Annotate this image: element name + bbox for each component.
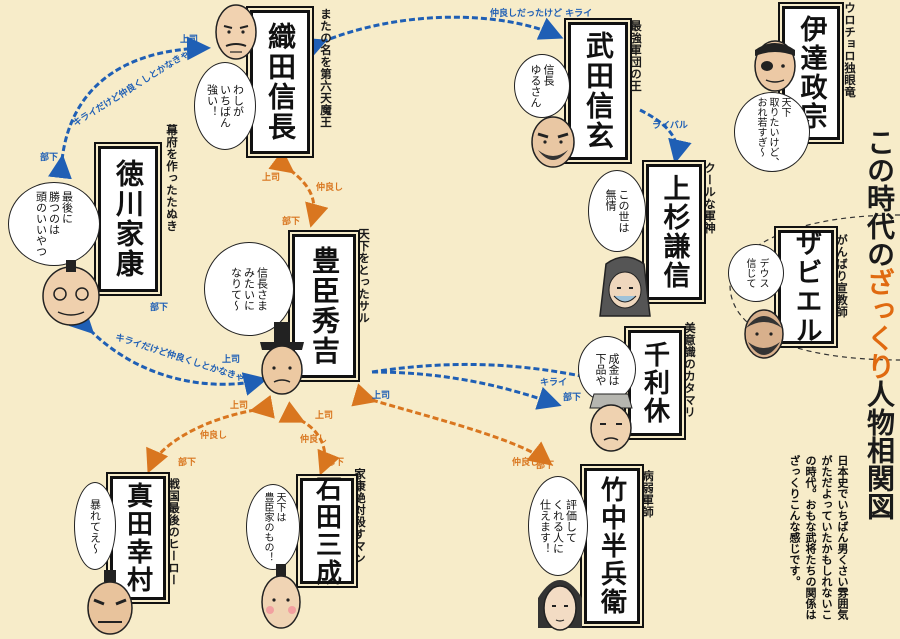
face-mitsunari	[261, 564, 301, 629]
name-box-hanbei: 竹中半兵衛	[584, 468, 640, 624]
epithet-kenshin: クールな軍神	[703, 162, 717, 234]
bubble-text-nobunaga: わしが いちばん 強い！	[205, 84, 245, 128]
bubble-kenshin: この世は 無情	[588, 170, 646, 252]
label-shingen-kenshin: ライバル	[652, 121, 688, 131]
bubble-text-masamune: 天下 取りたいけど、 おれ若すぎ〜	[755, 97, 790, 167]
label-sub-5: 部下	[178, 458, 197, 468]
face-rikyu	[589, 393, 633, 452]
label-boss-2: 上司	[262, 173, 281, 183]
bubble-xavier: デウス 信じて	[728, 244, 784, 302]
name-box-nobunaga: 織田信長	[250, 10, 310, 154]
label-sub-2: 部下	[282, 217, 301, 227]
face-hideyoshi	[260, 322, 304, 395]
label-boss-6: 上司	[315, 411, 334, 421]
bubble-masamune: 天下 取りたいけど、 おれ若すぎ〜	[734, 92, 810, 172]
face-hanbei	[538, 580, 582, 631]
name-yukimura: 真田幸村	[122, 482, 153, 594]
face-ieyasu	[42, 260, 100, 326]
epithet-mitsunari: 家康絶対殺すマン	[353, 468, 367, 564]
bubble-text-mitsunari: 天下は 豊臣家のもの！	[262, 492, 285, 562]
arrow-nobunaga-shingen	[300, 15, 564, 60]
bubble-text-hideyoshi: 信長さま みたいに なりて〜	[229, 267, 269, 311]
title-post: 人物相関図	[863, 380, 896, 520]
name-box-ieyasu: 徳川家康	[98, 146, 158, 292]
epithet-shingen: 最強軍団の王	[629, 20, 643, 92]
face-kenshin	[599, 256, 651, 317]
name-kenshin: 上杉謙信	[658, 174, 690, 290]
bubble-text-shingen: 信長 ゆるさん	[529, 64, 555, 108]
epithet-ieyasu: 幕府を作ったたぬき	[165, 124, 179, 232]
label-friends-3: 仲良し	[300, 435, 328, 445]
label-friends-1: 仲良し	[316, 183, 344, 193]
bubble-text-hanbei: 評価して くれる人に 仕えます！	[538, 498, 578, 554]
arrow-shingen-kenshin	[639, 108, 692, 164]
bubble-hanbei: 評価して くれる人に 仕えます！	[528, 476, 588, 576]
bubble-mitsunari: 天下は 豊臣家のもの！	[246, 484, 300, 570]
epithet-yukimura: 戦国最後のヒーロー	[167, 478, 181, 586]
name-hanbei: 竹中半兵衛	[596, 476, 627, 616]
name-nobunaga: 織田信長	[264, 22, 297, 142]
face-masamune	[754, 40, 796, 92]
label-boss-5: 上司	[230, 401, 249, 411]
name-hideyoshi: 豊臣秀吉	[308, 246, 341, 366]
bubble-shingen: 信長 ゆるさん	[514, 54, 570, 118]
label-nobunaga-shingen: 仲良しだったけど キライ	[490, 9, 593, 19]
arrow-hideyoshi-hanbei	[351, 383, 553, 466]
epithet-nobunaga: またの名を第六天魔王	[319, 8, 333, 128]
title-pre: この時代の	[863, 128, 896, 268]
label-friends-4: 仲良し	[512, 458, 540, 468]
label-rikyu-hide: キライ	[540, 378, 568, 388]
label-sub-4: 部下	[563, 393, 582, 403]
bubble-rikyu: 成金は 下品や	[578, 336, 636, 402]
label-boss-3: 上司	[222, 355, 241, 365]
label-friends-2: 仲良し	[200, 431, 228, 441]
name-ieyasu: 徳川家康	[112, 159, 145, 279]
label-boss-4: 上司	[372, 391, 391, 401]
label-sub-7: 部下	[536, 461, 555, 471]
face-shingen	[531, 116, 575, 168]
name-box-shingen: 武田信玄	[568, 22, 628, 160]
bubble-text-yukimura: 暴れてえ〜	[88, 498, 102, 554]
name-rikyu: 千利休	[639, 341, 670, 425]
face-xavier	[744, 309, 784, 359]
title-accent: ざっくり	[863, 268, 896, 380]
face-yukimura	[87, 570, 133, 635]
page-title: この時代のざっくり人物相関図	[863, 128, 896, 520]
bubble-text-ieyasu: 最後に 勝つのは 頭のいいやつ	[34, 191, 74, 257]
xavier-arc	[729, 214, 900, 361]
arrow-nobunaga-hideyoshi	[268, 149, 329, 228]
arrow-ieyasu-hideyoshi	[68, 308, 268, 396]
epithet-masamune: ウロチョロ独眼竜	[843, 2, 857, 98]
name-xavier: ザビエル	[790, 229, 822, 345]
name-shingen: 武田信玄	[582, 31, 615, 151]
arrow-hideyoshi-yukimura	[146, 394, 275, 474]
arrow-ieyasu-nobunaga	[48, 36, 211, 180]
label-sub-3: 部下	[150, 303, 169, 313]
bubble-hideyoshi: 信長さま みたいに なりて〜	[204, 242, 294, 336]
bubble-ieyasu: 最後に 勝つのは 頭のいいやつ	[8, 182, 100, 266]
label-sub-6: 部下	[326, 458, 345, 468]
intro-text: 日本史でいちばん男くさい雰囲気がただよっていたかもしれないこの時代。おもな武将た…	[788, 455, 849, 620]
arrow-hideyoshi-mitsunari	[278, 401, 340, 476]
bubble-text-kenshin: この世は 無情	[604, 189, 630, 233]
name-box-hideyoshi: 豊臣秀吉	[292, 234, 356, 378]
epithet-xavier: がんばり宣教師	[835, 234, 849, 318]
epithet-hanbei: 病弱軍師	[641, 470, 655, 518]
name-box-mitsunari: 石田三成	[300, 475, 354, 587]
name-box-rikyu: 千利休	[628, 330, 682, 436]
name-mitsunari: 石田三成	[311, 475, 342, 587]
bubble-text-rikyu: 成金は 下品や	[594, 352, 620, 386]
epithet-rikyu: 美意識のカタマリ	[683, 322, 697, 418]
face-nobunaga	[215, 4, 257, 60]
label-boss-1: 上司	[180, 35, 199, 45]
bubble-text-xavier: デウス 信じて	[744, 258, 768, 288]
epithet-hideyoshi: 天下をとったサル	[357, 228, 371, 324]
bubble-nobunaga: わしが いちばん 強い！	[194, 62, 256, 150]
name-box-kenshin: 上杉謙信	[646, 164, 702, 300]
label-sub-1: 部下	[40, 153, 59, 163]
bubble-yukimura: 暴れてえ〜	[74, 482, 116, 570]
